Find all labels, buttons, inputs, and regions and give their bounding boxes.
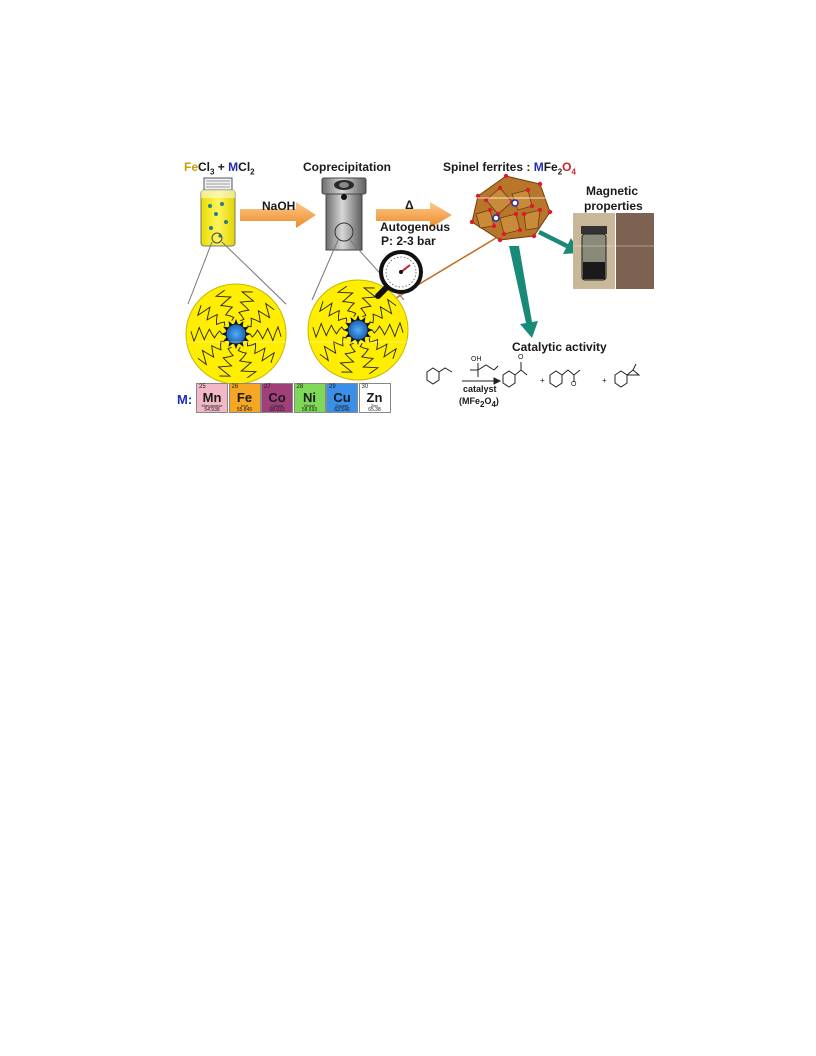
element-number: 25 [199, 384, 206, 390]
pressure-gauge-icon [375, 250, 423, 299]
coprecipitation-label: Coprecipitation [303, 160, 392, 174]
reactants-label: FeCl3 + MCl2 [184, 160, 255, 177]
element-symbol: Mn [202, 390, 222, 405]
plus-sign-1: + [540, 376, 545, 385]
element-mass: 58.933 [269, 407, 285, 413]
element-name: Cobalt [271, 403, 283, 408]
element-name: Copper [335, 403, 349, 408]
magnetic-label-1: Magnetic [586, 184, 639, 198]
magnetic-label-2: properties [584, 199, 643, 213]
element-number: 28 [296, 384, 304, 390]
element-mass: 63.546 [334, 407, 350, 413]
autogenous-label: Autogenous [380, 220, 450, 234]
plus-sign-2: + [602, 376, 607, 385]
autoclave-icon [321, 177, 367, 251]
element-symbol: Cu [333, 390, 351, 405]
element-symbol: Ni [303, 390, 316, 405]
element-name: Zinc [370, 403, 379, 408]
ketone2-o-label: O [571, 381, 577, 388]
reaction-scheme [426, 362, 641, 388]
metal-label: M: [177, 392, 193, 407]
catalytic-label: Catalytic activity [512, 340, 607, 354]
element-symbol: Fe [236, 390, 253, 405]
oh-label: OH [471, 356, 482, 363]
element-name: Manganese [201, 403, 223, 408]
magnet-jar-photo [573, 213, 654, 289]
nanoparticle-icon [307, 279, 409, 381]
element-name: Iron [241, 403, 248, 408]
element-name: Nickel [304, 403, 315, 408]
spinel-crystal-icon [469, 173, 553, 243]
naoh-label: NaOH [262, 199, 296, 213]
naoh-arrow [240, 202, 316, 228]
element-number: 30 [361, 384, 369, 390]
catalyst-label: catalyst [463, 384, 497, 394]
delta-label: Δ [405, 198, 414, 212]
teal-arrow-catalytic [509, 246, 538, 338]
element-symbol: Zn [366, 390, 383, 405]
element-symbol: Co [268, 390, 286, 405]
element-number: 27 [264, 384, 271, 390]
element-number: 26 [231, 384, 239, 390]
element-mass: 55.845 [236, 407, 253, 413]
element-mass: 58.693 [301, 407, 318, 413]
nanoparticle-icon [185, 283, 287, 385]
element-number: 29 [329, 384, 336, 390]
vial-icon [200, 177, 236, 247]
element-mass: 54.938 [204, 407, 220, 413]
pressure-label: P: 2-3 bar [381, 234, 436, 248]
spinel-label: Spinel ferrites : MFe2O4 [443, 160, 576, 177]
ketone-o-label: O [518, 354, 524, 361]
teal-arrow-magnetic [538, 230, 580, 254]
heat-arrow [376, 202, 452, 228]
element-mass: 65.38 [368, 407, 381, 413]
catalyst-formula: (MFe2O4) [459, 396, 499, 409]
